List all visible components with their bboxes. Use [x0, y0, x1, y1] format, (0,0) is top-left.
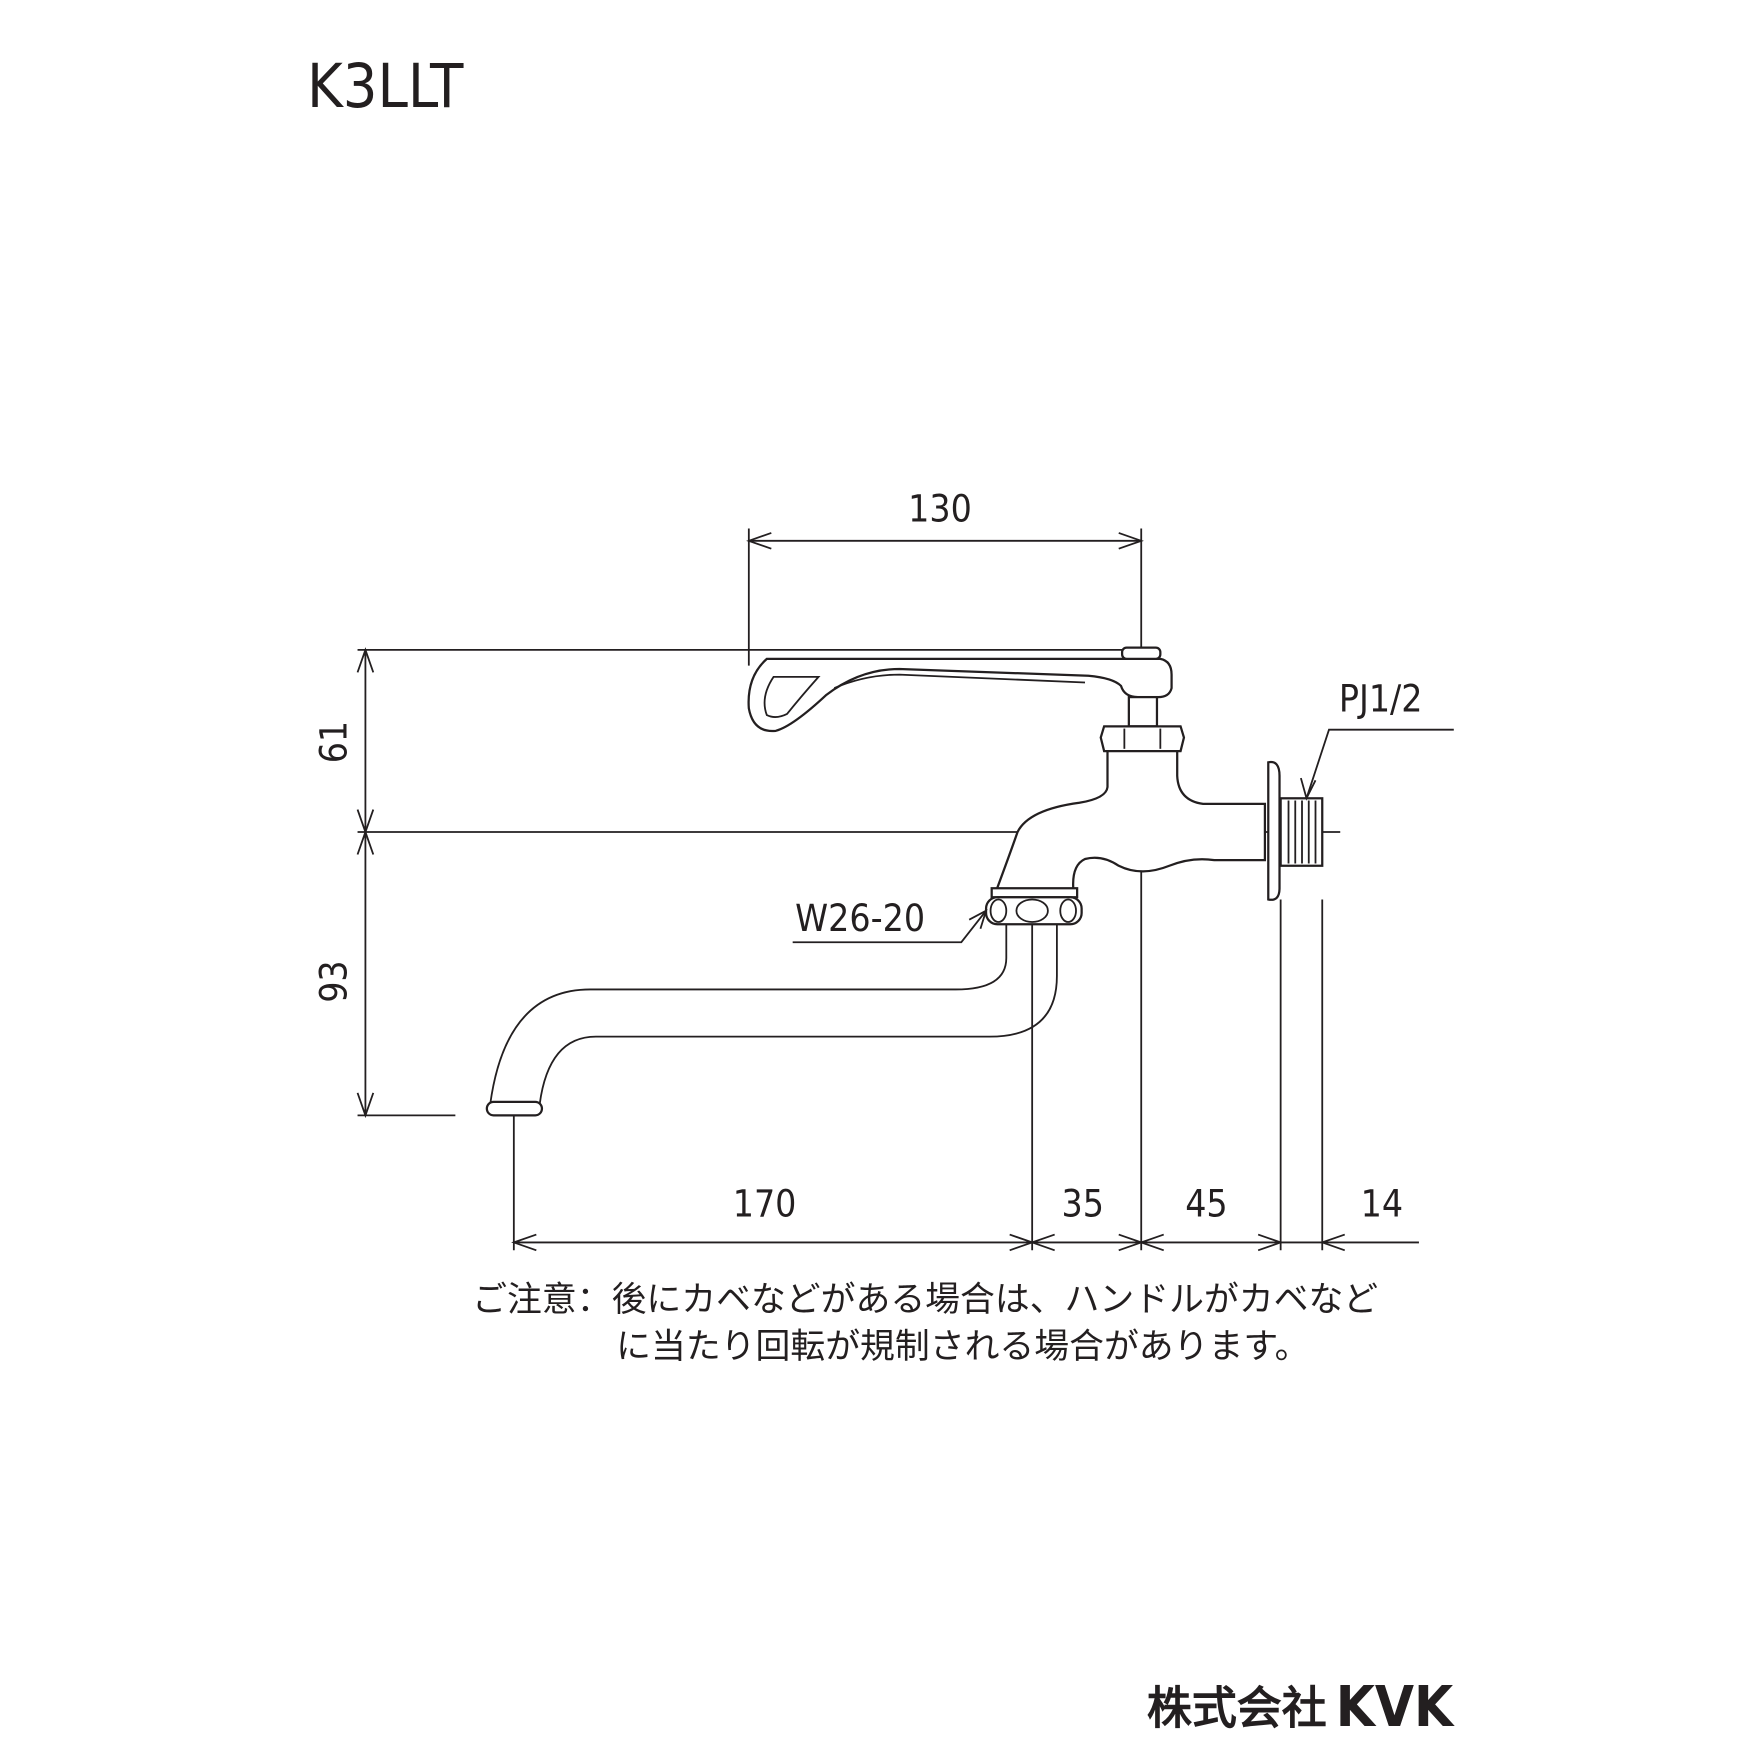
faucet-outline — [485, 646, 1324, 1117]
bottom-dimensions: 170 35 45 14 — [511, 877, 1419, 1252]
outlet-thread-label: W26-20 — [795, 897, 925, 940]
kvk-logo: 株式会社 KVK — [1147, 1675, 1455, 1740]
dim-35: 35 — [1062, 1183, 1104, 1226]
logo-brand: KVK — [1336, 1675, 1455, 1740]
note-line-1: ご注意：後にカベなどがある場合は、ハンドルがカベなど — [472, 1280, 1378, 1320]
handle-dimension: 130 — [746, 488, 1144, 1251]
dim-170: 170 — [733, 1183, 797, 1226]
model-title: K3LLT — [307, 52, 464, 122]
dim-61: 61 — [312, 721, 355, 763]
dim-45: 45 — [1185, 1183, 1227, 1226]
dim-14: 14 — [1361, 1183, 1403, 1226]
inlet-thread-label: PJ1/2 — [1339, 678, 1423, 721]
dim-93: 93 — [312, 960, 355, 1002]
vertical-dimension: 61 93 — [312, 647, 375, 1119]
outlet-thread-callout: W26-20 — [792, 897, 988, 944]
dim-130: 130 — [908, 488, 972, 531]
lever-handle — [747, 657, 1173, 733]
logo-company: 株式会社 — [1147, 1682, 1327, 1735]
note-line-2: に当たり回転が規制される場合があります。 — [616, 1327, 1309, 1367]
inlet-thread-callout: PJ1/2 — [1300, 678, 1454, 801]
